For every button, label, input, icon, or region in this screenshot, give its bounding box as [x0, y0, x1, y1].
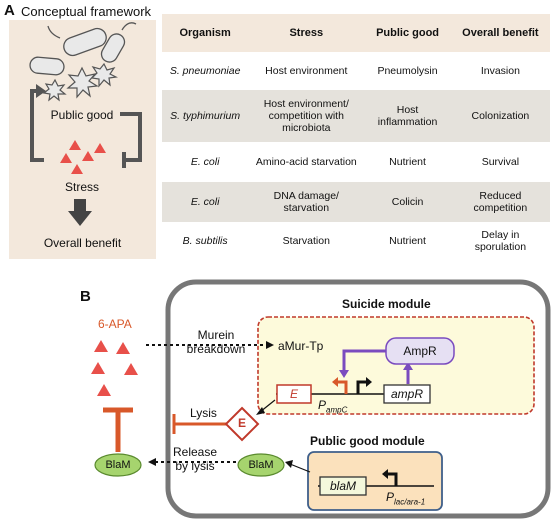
cell-organism: S. pneumoniae — [169, 65, 241, 77]
cell-benefit: Invasion — [480, 65, 520, 77]
table-header-row: Organism Stress Public good Overall bene… — [162, 14, 550, 52]
cell-stress: Amino-acid starvation — [255, 156, 357, 168]
plac-promoter-icon — [386, 472, 398, 486]
cell-stress: Host environment — [265, 65, 348, 77]
feedback-loop — [30, 89, 142, 168]
gene-e-label: E — [289, 387, 298, 401]
table-row: S. pneumoniae Host environment Pneumolys… — [162, 52, 550, 90]
cell-public-good: Nutrient — [389, 234, 426, 247]
lysis-label: Lysis — [190, 406, 217, 420]
blam-in-label: BlaM — [248, 459, 274, 471]
cell-organism: B. subtilis — [182, 234, 228, 247]
gene-blam-box — [319, 476, 367, 496]
overall-benefit-label: Overall benefit — [43, 236, 122, 250]
col-header-stress: Stress — [289, 27, 324, 39]
table-row: B. subtilis Starvation Nutrient Delay in… — [162, 222, 550, 259]
release-label: Release by lysis — [172, 445, 218, 473]
protein-e-icon — [224, 406, 260, 442]
murein-label: Murein breakdown — [186, 328, 246, 356]
cell-organism: E. coli — [190, 156, 220, 168]
framework-title: Conceptual framework — [21, 4, 152, 19]
cell-organism: E. coli — [190, 196, 220, 208]
plac-arrowhead — [382, 469, 388, 479]
pampc-label: PampC — [318, 398, 348, 415]
amurtp-label: aMur-Tp — [278, 339, 324, 353]
ampr-expression-head — [403, 362, 413, 370]
table-row: E. coli DNA damage/ starvation Colicin R… — [162, 182, 550, 222]
pampc-arrowhead — [332, 377, 338, 387]
cell-public-good: Pneumolysin — [377, 65, 438, 77]
cell-outline — [165, 279, 551, 519]
ampr-activation — [342, 349, 410, 384]
cell-public-good: Host inflammation — [377, 104, 438, 128]
blam-gene-arrow — [285, 460, 311, 473]
cell-benefit: Survival — [481, 156, 520, 168]
murein-arrow — [146, 341, 274, 349]
gene-e-box — [276, 384, 312, 404]
lysis-inhibit — [172, 414, 228, 434]
cell-public-good: Colicin — [391, 196, 424, 208]
stress-table: Organism Stress Public good Overall bene… — [162, 14, 550, 259]
cell-stress: Starvation — [282, 234, 330, 247]
public-good-icon — [42, 62, 118, 102]
col-header-organism: Organism — [179, 27, 231, 39]
stress-triangles-icon — [60, 140, 106, 174]
gene-ampr-box — [383, 384, 431, 404]
protein-e-label: E — [237, 416, 246, 430]
public-good-module-title: Public good module — [310, 434, 425, 448]
apa-triangles-icon — [91, 340, 138, 396]
suicide-module-title: Suicide module — [342, 297, 431, 311]
release-arrow — [148, 458, 236, 466]
e-gene-arrow — [256, 399, 276, 415]
col-header-public-good: Public good — [376, 27, 440, 39]
blam-in-icon — [237, 453, 285, 477]
gene-ampr-label: ampR — [390, 387, 423, 401]
stress-label: Stress — [64, 180, 99, 194]
cell-stress: DNA damage/ starvation — [273, 190, 339, 214]
apa-label: 6-APA — [98, 317, 132, 331]
panel-b-letter: B — [80, 288, 91, 305]
ampr-promoter-icon — [356, 380, 368, 394]
table-row: E. coli Amino-acid starvation Nutrient S… — [162, 142, 550, 182]
pampc-promoter-icon — [336, 380, 348, 394]
table-row: S. typhimurium Host environment/ competi… — [162, 90, 550, 142]
cell-benefit: Delay in sporulation — [474, 228, 527, 253]
bacteria-icon — [29, 22, 137, 76]
ampr-activation-head — [339, 370, 349, 378]
blam-inhibits-apa — [103, 407, 133, 452]
cell-benefit: Reduced competition — [473, 190, 528, 214]
public-good-label: Public good — [50, 108, 114, 122]
ampr-promoter-arrowhead — [366, 377, 372, 387]
cell-stress: Host environment/ competition with micro… — [263, 98, 349, 134]
down-arrow-icon — [68, 199, 92, 226]
col-header-overall-benefit: Overall benefit — [462, 27, 539, 39]
ampr-protein-label: AmpR — [403, 344, 437, 358]
loop-arrow-head — [36, 84, 46, 98]
plac-label: Plac/ara-1 — [386, 490, 426, 507]
panel-a-letter: A — [4, 2, 15, 19]
ampr-protein-icon — [385, 337, 455, 365]
gene-blam-label: blaM — [329, 479, 356, 493]
blam-out-label: BlaM — [105, 459, 131, 471]
cell-public-good: Nutrient — [389, 156, 426, 168]
suicide-module-box — [257, 316, 535, 415]
cell-benefit: Colonization — [471, 110, 530, 122]
blam-out-icon — [94, 453, 142, 477]
cell-organism: S. typhimurium — [170, 110, 241, 122]
